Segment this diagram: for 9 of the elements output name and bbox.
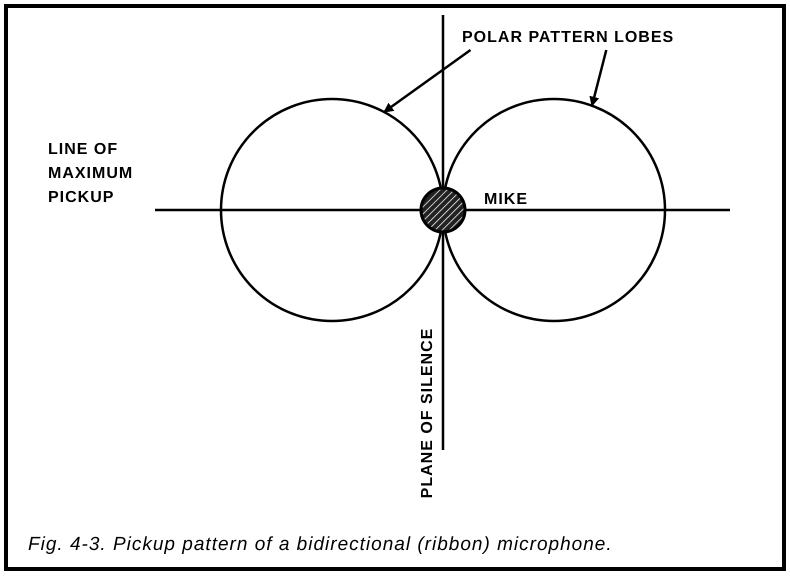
axis-label: LINE OF MAXIMUM PICKUP — [48, 140, 134, 208]
polar-pattern-lobe — [442, 98, 666, 322]
axis-label: PLANE OF SILENCE — [418, 326, 437, 500]
polar-pattern-lobe — [220, 98, 444, 322]
callout-label: POLAR PATTERN LOBES — [462, 28, 674, 48]
leader-arrow — [383, 48, 472, 114]
microphone-label: MIKE — [484, 190, 528, 210]
figure-caption: Fig. 4-3. Pickup pattern of a bidirectional (ribbon) microphone. — [28, 534, 613, 556]
leader-arrow — [589, 50, 608, 107]
